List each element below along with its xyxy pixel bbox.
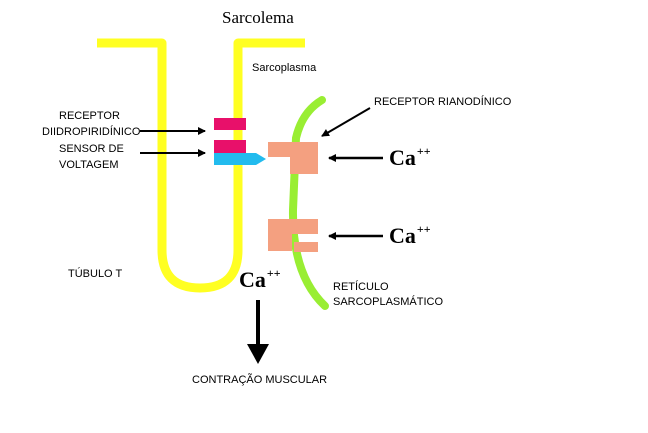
label-sarcoplasma: Sarcoplasma (252, 61, 316, 75)
ryanodine-receptor-upper (268, 142, 318, 174)
dhp-receptor-lower (214, 140, 246, 153)
label-receptor-dhp-line1: RECEPTOR (59, 109, 120, 123)
label-contracao-muscular: CONTRAÇÃO MUSCULAR (192, 373, 327, 387)
label-reticulo-line1: RETÍCULO (333, 280, 389, 294)
label-sensor-line2: VOLTAGEM (59, 158, 119, 172)
label-tubulo-t: TÚBULO T (68, 267, 122, 281)
label-receptor-dhp-line2: DIIDROPIRIDÍNICO (42, 125, 140, 139)
ca-charge: ++ (417, 144, 431, 158)
ca-symbol: Ca (389, 145, 416, 170)
ca-ion-released: Ca++ (239, 266, 281, 293)
ryanodine-receptor-lower-tab (294, 242, 318, 252)
label-sarcolema: Sarcolema (222, 8, 294, 28)
label-receptor-rianodinico: RECEPTOR RIANODÍNICO (374, 95, 511, 109)
ca-symbol: Ca (239, 267, 266, 292)
arrow-contracao-head (247, 344, 269, 364)
dhp-receptor-upper (214, 118, 246, 130)
ca-ion-lower: Ca++ (389, 222, 431, 249)
sarcolemma-tubule-membrane (97, 43, 305, 288)
ca-charge: ++ (267, 266, 281, 280)
ca-symbol: Ca (389, 223, 416, 248)
arrow-receptor-rianodinico (322, 108, 370, 136)
label-sensor-line1: SENSOR DE (59, 142, 124, 156)
voltage-sensor (214, 153, 266, 165)
ca-ion-upper: Ca++ (389, 144, 431, 171)
sarcoplasmic-reticulum-membrane (293, 100, 325, 306)
label-reticulo-line2: SARCOPLASMÁTICO (333, 295, 443, 309)
ca-charge: ++ (417, 222, 431, 236)
